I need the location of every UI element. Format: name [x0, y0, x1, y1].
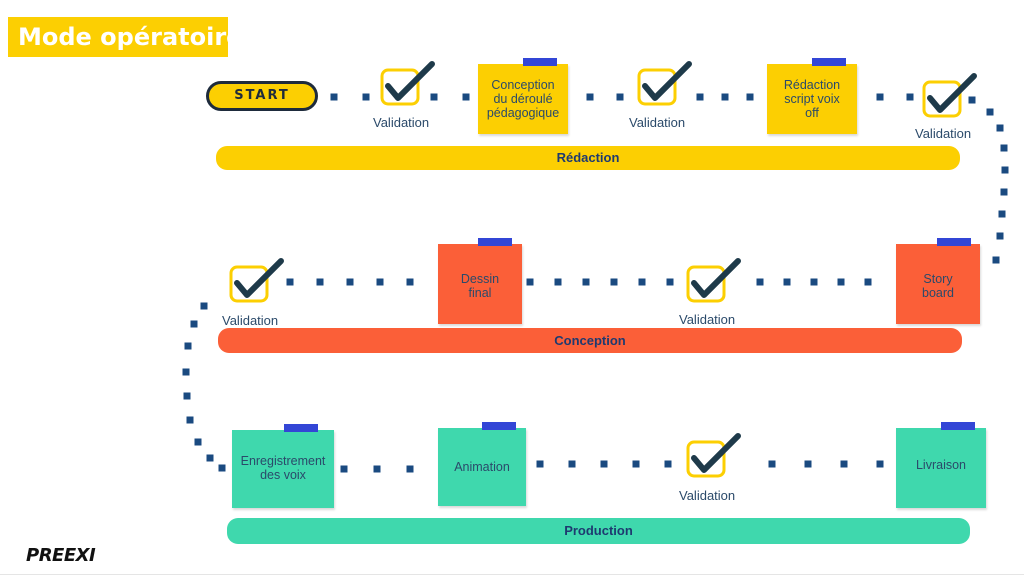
path-dot: [610, 278, 618, 286]
note-conception-deroule: Conception du déroulé pédagogique: [478, 64, 568, 134]
path-dot: [600, 460, 608, 468]
path-dot: [182, 368, 190, 376]
path-dot: [996, 124, 1004, 132]
path-dot: [582, 278, 590, 286]
validation-label: Validation: [679, 312, 736, 327]
path-dot: [376, 278, 384, 286]
checkbox-check-icon: [920, 72, 980, 127]
path-dot: [406, 465, 414, 473]
note-redaction-script: Rédaction script voix off: [767, 64, 857, 134]
preexi-logo: PREEXI: [26, 545, 96, 566]
path-dot: [330, 93, 338, 101]
path-dot: [362, 93, 370, 101]
path-dot: [430, 93, 438, 101]
path-dot: [906, 93, 914, 101]
path-dot: [286, 278, 294, 286]
path-dot: [746, 93, 754, 101]
checkbox-check-icon: [635, 60, 695, 115]
path-dot: [218, 464, 226, 472]
path-dot: [804, 460, 812, 468]
validation-label: Validation: [915, 126, 972, 141]
path-dot: [568, 460, 576, 468]
note-tape: [482, 422, 516, 430]
note-tape: [941, 422, 975, 430]
note-enregistrement-voix: Enregistrement des voix: [232, 430, 334, 508]
checkbox-check-icon: [684, 432, 744, 487]
note-tape: [284, 424, 318, 432]
path-dot: [810, 278, 818, 286]
path-dot: [696, 93, 704, 101]
note-animation: Animation: [438, 428, 526, 506]
path-dot: [186, 416, 194, 424]
path-dot: [864, 278, 872, 286]
path-dot: [721, 93, 729, 101]
path-dot: [664, 460, 672, 468]
phase-bar-redaction: Rédaction: [216, 146, 960, 170]
checkbox-check-icon: [378, 60, 438, 115]
note-tape: [478, 238, 512, 246]
path-dot: [554, 278, 562, 286]
path-dot: [876, 460, 884, 468]
validation-label: Validation: [629, 115, 686, 130]
path-dot: [206, 454, 214, 462]
path-dot: [616, 93, 624, 101]
note-story-board: Story board: [896, 244, 980, 324]
phase-label-conception: Conception: [554, 333, 626, 348]
path-dot: [632, 460, 640, 468]
note-livraison: Livraison: [896, 428, 986, 508]
validation-label: Validation: [373, 115, 430, 130]
path-dot: [316, 278, 324, 286]
path-dot: [340, 465, 348, 473]
footer-divider: [0, 574, 1024, 575]
path-dot: [183, 392, 191, 400]
validation-label: Validation: [222, 313, 279, 328]
note-tape: [937, 238, 971, 246]
path-dot: [783, 278, 791, 286]
start-badge: START: [206, 81, 318, 111]
path-dot: [373, 465, 381, 473]
path-dot: [968, 96, 976, 104]
checkbox-check-icon: [227, 257, 287, 312]
note-tape: [812, 58, 846, 66]
path-dot: [536, 460, 544, 468]
path-dot: [986, 108, 994, 116]
note-dessin-final: Dessin final: [438, 244, 522, 324]
page-title: Mode opératoire :: [8, 17, 228, 57]
checkbox-check-icon: [684, 257, 744, 312]
phase-label-production: Production: [564, 523, 633, 538]
path-dot: [992, 256, 1000, 264]
path-dot: [996, 232, 1004, 240]
path-dot: [998, 210, 1006, 218]
phase-bar-conception: Conception: [218, 328, 962, 353]
path-dot: [876, 93, 884, 101]
path-dot: [190, 320, 198, 328]
path-dot: [194, 438, 202, 446]
validation-label: Validation: [679, 488, 736, 503]
path-dot: [666, 278, 674, 286]
path-dot: [1001, 166, 1009, 174]
path-dot: [586, 93, 594, 101]
path-dot: [462, 93, 470, 101]
path-dot: [200, 302, 208, 310]
note-tape: [523, 58, 557, 66]
path-dot: [346, 278, 354, 286]
path-dot: [1000, 144, 1008, 152]
path-dot: [837, 278, 845, 286]
phase-bar-production: Production: [227, 518, 970, 544]
path-dot: [840, 460, 848, 468]
path-dot: [184, 342, 192, 350]
path-dot: [768, 460, 776, 468]
phase-label-redaction: Rédaction: [556, 150, 620, 165]
path-dot: [756, 278, 764, 286]
path-dot: [406, 278, 414, 286]
path-dot: [526, 278, 534, 286]
path-dot: [1000, 188, 1008, 196]
path-dot: [638, 278, 646, 286]
